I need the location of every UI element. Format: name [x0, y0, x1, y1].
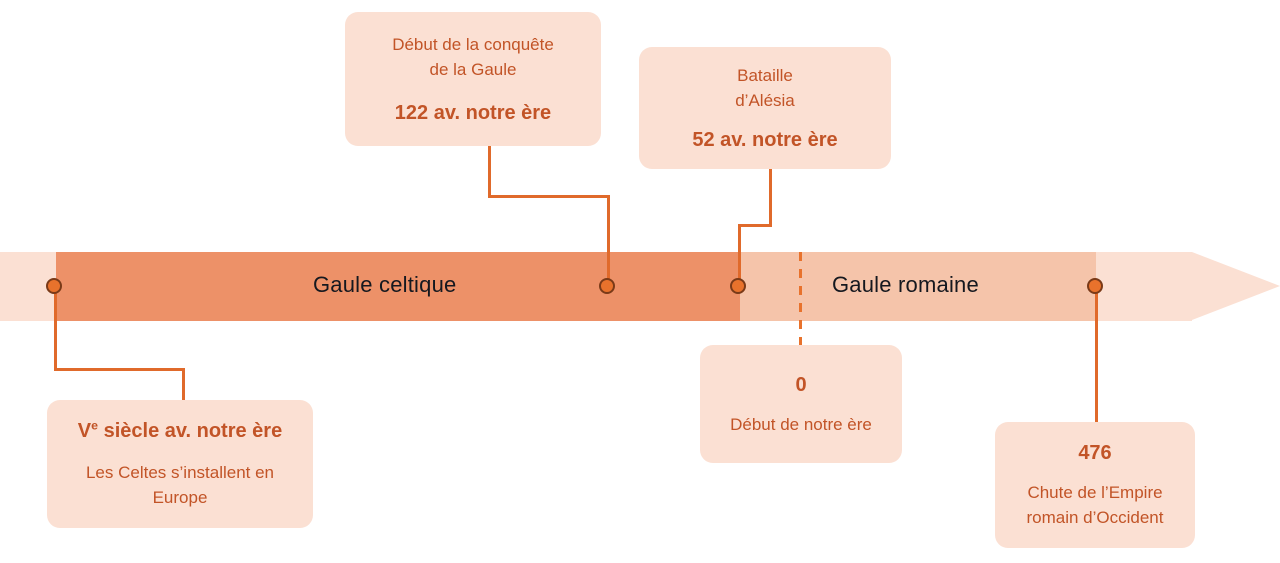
event-card-alesia[interactable]: Bataille d’Alésia 52 av. notre ère — [639, 47, 891, 169]
timeline-segment-post-roman — [1096, 252, 1192, 321]
event-card-celtes-year-superscript: e — [91, 418, 99, 433]
timeline-dot-conquete[interactable] — [599, 278, 615, 294]
connector-conquete-horizontal — [488, 195, 610, 198]
event-card-celtes-desc-line2: Europe — [152, 488, 208, 507]
connector-celtes-vertical-top — [54, 290, 57, 371]
event-card-alesia-title-line2: d’Alésia — [735, 91, 795, 110]
event-card-celtes-desc-line1: Les Celtes s’installent en — [85, 463, 275, 482]
timeline-segment-gaule-celtique — [56, 252, 740, 321]
event-card-zero-year: 0 — [795, 373, 807, 396]
event-card-debut-notre-ere[interactable]: 0 Début de notre ère — [700, 345, 902, 463]
event-card-zero-desc: Début de notre ère — [730, 414, 872, 434]
event-card-celtes-year-suffix: siècle av. notre ère — [98, 420, 283, 442]
connector-alesia-horizontal — [738, 224, 772, 227]
event-card-chute-empire[interactable]: 476 Chute de l’Empire romain d’Occident — [995, 422, 1195, 548]
event-card-conquete[interactable]: Début de la conquête de la Gaule 122 av.… — [345, 12, 601, 146]
event-card-conquete-year: 122 av. notre ère — [394, 102, 552, 124]
year-zero-divider — [799, 252, 802, 346]
connector-celtes-vertical-bottom — [182, 368, 185, 406]
event-card-celtes-year: Ve siècle av. notre ère — [59, 418, 301, 444]
event-card-alesia-title: Bataille d’Alésia — [653, 63, 877, 113]
connector-alesia-vertical-top — [769, 165, 772, 227]
event-card-conquete-title-line1: Début de la conquête — [392, 35, 554, 54]
event-card-chute-desc-line1: Chute de l’Empire — [1027, 483, 1163, 502]
era-label-gaule-celtique: Gaule celtique — [313, 272, 457, 297]
timeline-dot-chute[interactable] — [1087, 278, 1103, 294]
event-card-celtes-year-prefix: V — [77, 420, 92, 442]
event-card-conquete-title-line2: de la Gaule — [429, 60, 517, 79]
connector-celtes-horizontal — [54, 368, 185, 371]
timeline-dot-alesia[interactable] — [730, 278, 746, 294]
event-card-chute-desc: Chute de l’Empire romain d’Occident — [1005, 480, 1185, 530]
event-card-chute-year: 476 — [1078, 442, 1112, 464]
connector-conquete-vertical-bottom — [607, 195, 610, 288]
connector-chute-vertical — [1095, 290, 1098, 426]
connector-alesia-vertical-bottom — [738, 224, 741, 288]
timeline-dot-celtes[interactable] — [46, 278, 62, 294]
event-card-alesia-title-line1: Bataille — [737, 66, 793, 85]
event-card-chute-desc-line2: romain d’Occident — [1026, 508, 1164, 527]
timeline-arrow-head — [1192, 252, 1280, 320]
event-card-conquete-title: Début de la conquête de la Gaule — [359, 32, 587, 82]
event-card-celtes-desc: Les Celtes s’installent en Europe — [59, 460, 301, 510]
connector-conquete-vertical-top — [488, 142, 491, 198]
era-label-gaule-romaine: Gaule romaine — [832, 272, 979, 297]
event-card-celtes[interactable]: Ve siècle av. notre ère Les Celtes s’ins… — [47, 400, 313, 528]
event-card-alesia-year: 52 av. notre ère — [692, 129, 838, 151]
